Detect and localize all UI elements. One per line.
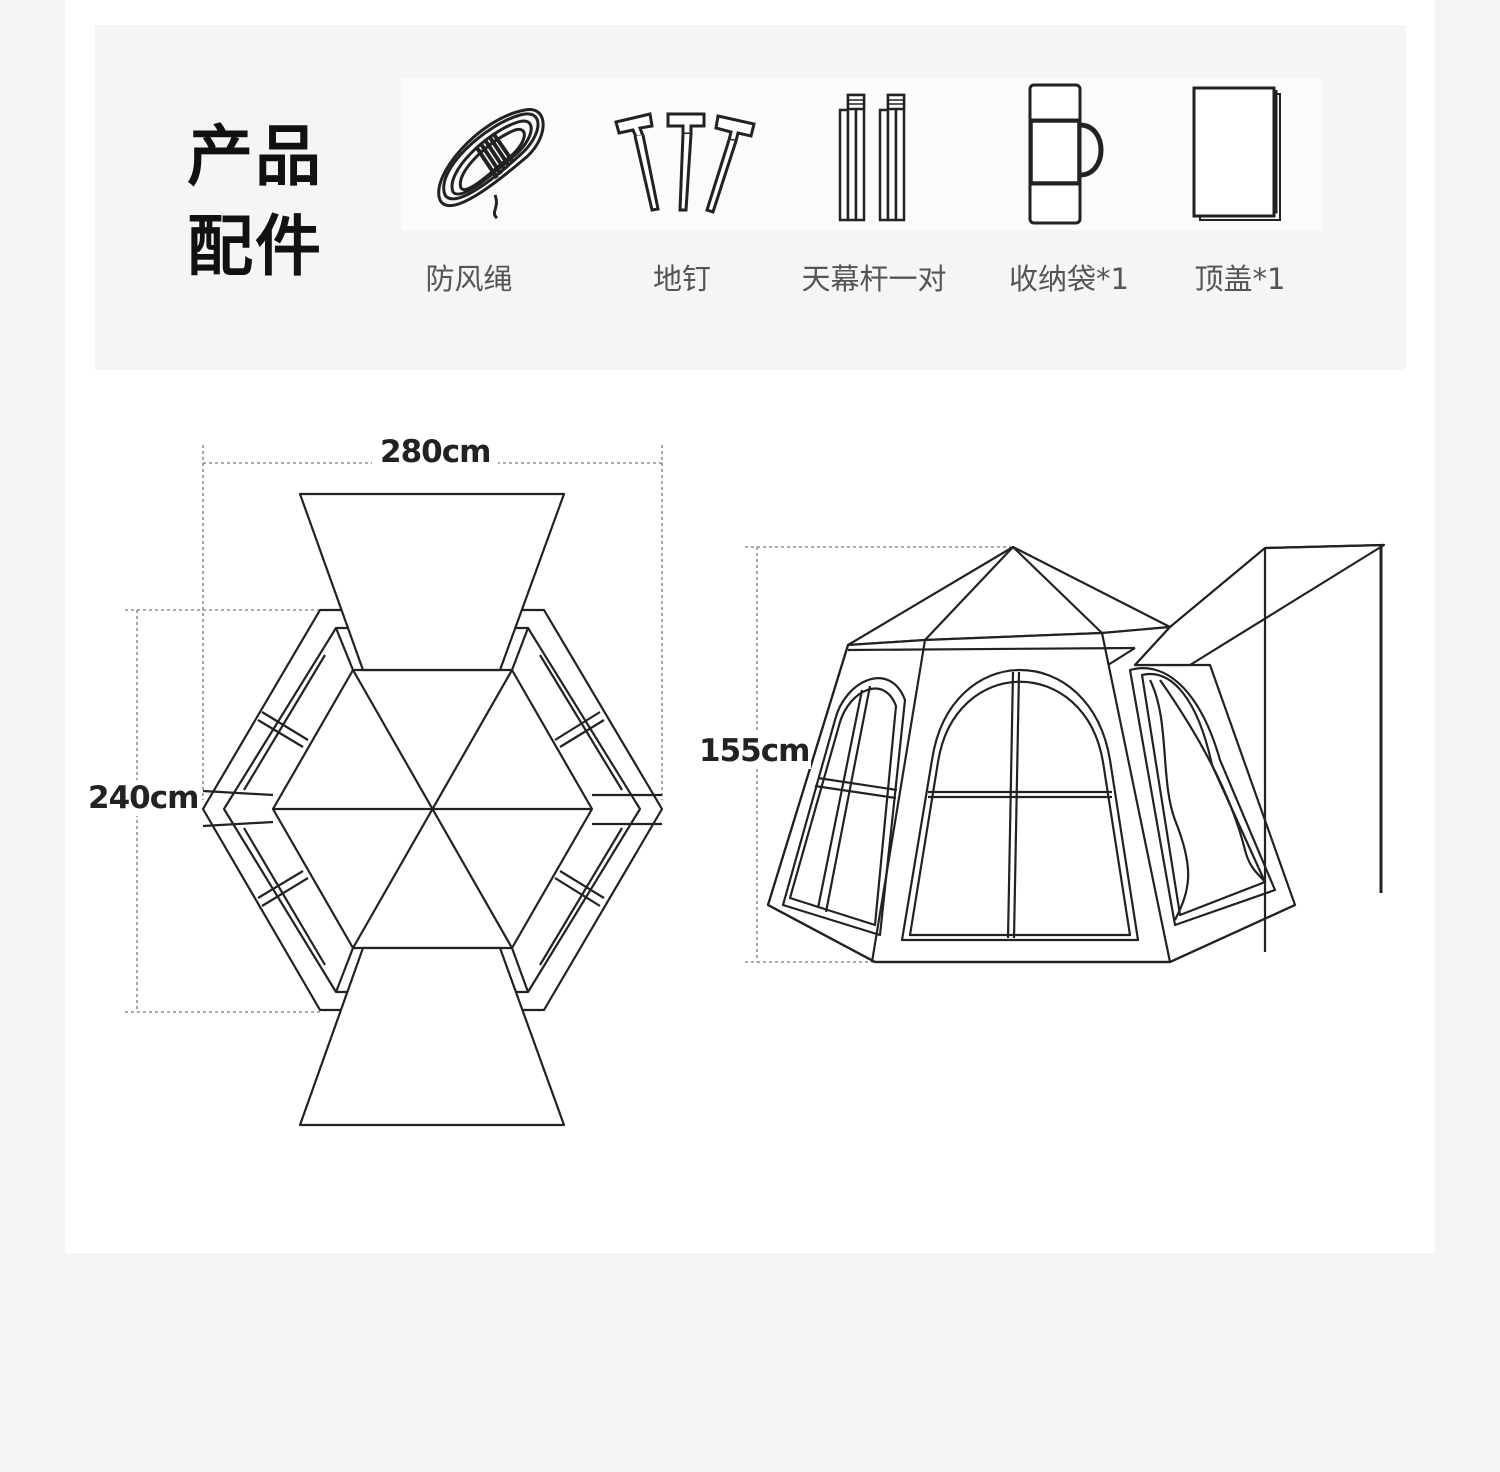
accessory-label-bag: 收纳袋*1	[1009, 262, 1129, 296]
accessory-label-poles: 天幕杆一对	[801, 262, 947, 296]
storage-bag-icon	[1028, 83, 1104, 225]
accessory-label-stakes: 地钉	[652, 262, 712, 296]
tent-diagrams	[125, 445, 1386, 1127]
top-cover-icon	[1192, 86, 1281, 221]
section-title-line1: 产品	[187, 118, 323, 195]
tent-side-view	[745, 543, 1386, 964]
accessory-label-cover: 顶盖*1	[1194, 262, 1286, 296]
rope-icon	[437, 108, 545, 220]
dimension-top-width: 280cm	[372, 434, 499, 470]
dimension-top-depth: 240cm	[86, 780, 201, 816]
stakes-icon	[614, 112, 756, 214]
dimension-side-height: 155cm	[697, 733, 812, 769]
poles-icon	[838, 93, 906, 222]
section-title-line2: 配件	[187, 208, 323, 285]
tent-top-view	[125, 445, 664, 1127]
accessory-label-rope: 防风绳	[425, 262, 513, 296]
section-title: 产品 配件	[187, 112, 337, 292]
